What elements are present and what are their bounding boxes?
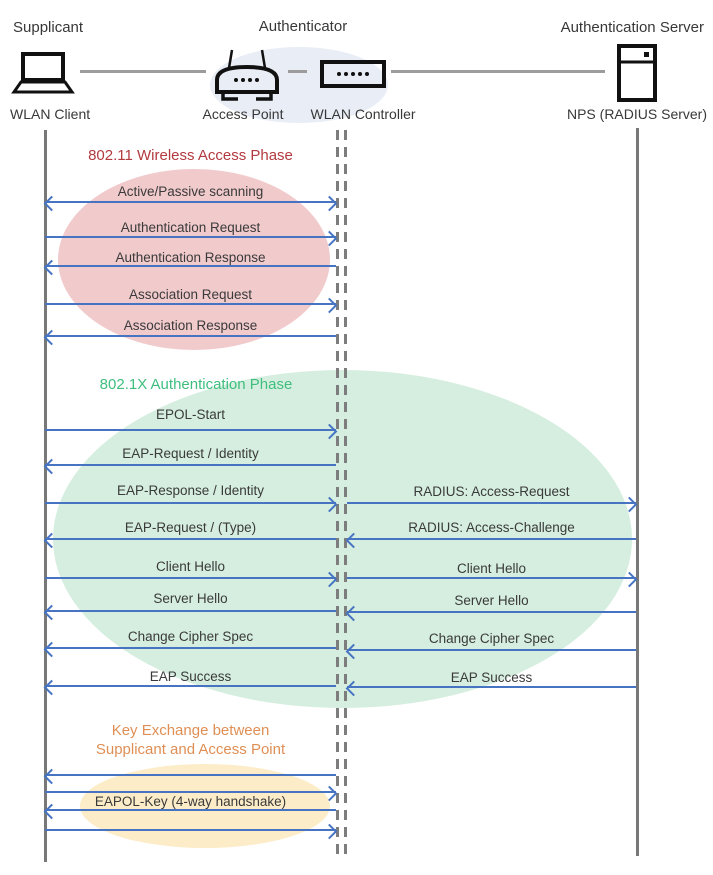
message-label: Authentication Response <box>115 250 266 265</box>
message-label: EAP-Response / Identity <box>116 483 265 498</box>
device-label-access-point: Access Point <box>202 106 284 122</box>
lifeline-authenticator-right <box>344 130 347 856</box>
message-arrow <box>45 610 336 612</box>
message-label: Client Hello <box>456 561 527 576</box>
role-label-authentication-server: Authentication Server <box>560 19 704 36</box>
message-label: EAP-Request / Identity <box>122 446 259 461</box>
message-label: Server Hello <box>153 591 228 606</box>
role-label-authenticator: Authenticator <box>258 18 348 35</box>
controller-box-icon <box>320 60 386 88</box>
phase3-title-line2: Supplicant and Access Point <box>95 741 286 758</box>
message-arrow <box>347 538 636 540</box>
message-arrow <box>45 577 336 579</box>
connector-line <box>80 70 206 73</box>
laptop-icon <box>12 51 74 95</box>
message-arrow <box>45 303 336 305</box>
message-arrow <box>45 809 336 811</box>
message-label: Active/Passive scanning <box>117 184 264 199</box>
phase2-title: 802.1X Authentication Phase <box>99 376 293 393</box>
message-label: EPOL-Start <box>155 407 226 422</box>
phase1-ellipse <box>58 169 330 350</box>
message-arrow <box>45 829 336 831</box>
device-label-nps: NPS (RADIUS Server) <box>566 106 708 122</box>
message-arrow <box>45 335 336 337</box>
phase1-title: 802.11 Wireless Access Phase <box>88 147 293 164</box>
wireless-router-icon <box>211 48 283 105</box>
message-label: Authentication Request <box>120 220 261 235</box>
message-arrow <box>45 464 336 466</box>
message-arrow <box>45 502 336 504</box>
message-arrow <box>347 577 636 579</box>
message-label: EAP Success <box>149 669 232 684</box>
message-label: Change Cipher Spec <box>428 631 555 646</box>
lifeline-authenticator-left <box>336 130 339 856</box>
message-arrow <box>45 774 336 776</box>
message-arrow <box>45 538 336 540</box>
phase3-title-line1: Key Exchange between <box>111 722 270 739</box>
message-label: Change Cipher Spec <box>127 629 254 644</box>
message-arrow <box>45 265 336 267</box>
device-label-wlan-client: WLAN Client <box>10 106 91 122</box>
message-label: Association Response <box>123 318 258 333</box>
message-label: EAPOL-Key (4-way handshake) <box>94 794 287 809</box>
message-arrow <box>45 429 336 431</box>
message-arrow <box>347 502 636 504</box>
message-label: Server Hello <box>454 593 529 608</box>
message-label: Association Request <box>128 287 253 302</box>
message-arrow <box>45 685 336 687</box>
message-label: RADIUS: Access-Challenge <box>408 520 575 535</box>
role-label-supplicant: Supplicant <box>13 19 84 36</box>
message-label: Client Hello <box>155 559 226 574</box>
message-arrow <box>45 647 336 649</box>
message-arrow <box>347 649 636 651</box>
message-arrow <box>45 791 336 793</box>
message-label: EAP-Request / (Type) <box>124 520 257 535</box>
message-arrow <box>347 611 636 613</box>
message-label: RADIUS: Access-Request <box>413 484 570 499</box>
phase3-ellipse <box>80 764 330 848</box>
connector-line <box>391 70 605 73</box>
server-tower-icon <box>617 44 657 102</box>
message-label: EAP Success <box>450 670 533 685</box>
message-arrow <box>347 686 636 688</box>
device-label-wlan-controller: WLAN Controller <box>310 106 416 122</box>
lifeline-nps <box>636 128 639 856</box>
message-arrow <box>45 201 336 203</box>
lifeline-wlan-client <box>44 130 47 862</box>
message-arrow <box>45 236 336 238</box>
connector-dash <box>288 70 307 73</box>
